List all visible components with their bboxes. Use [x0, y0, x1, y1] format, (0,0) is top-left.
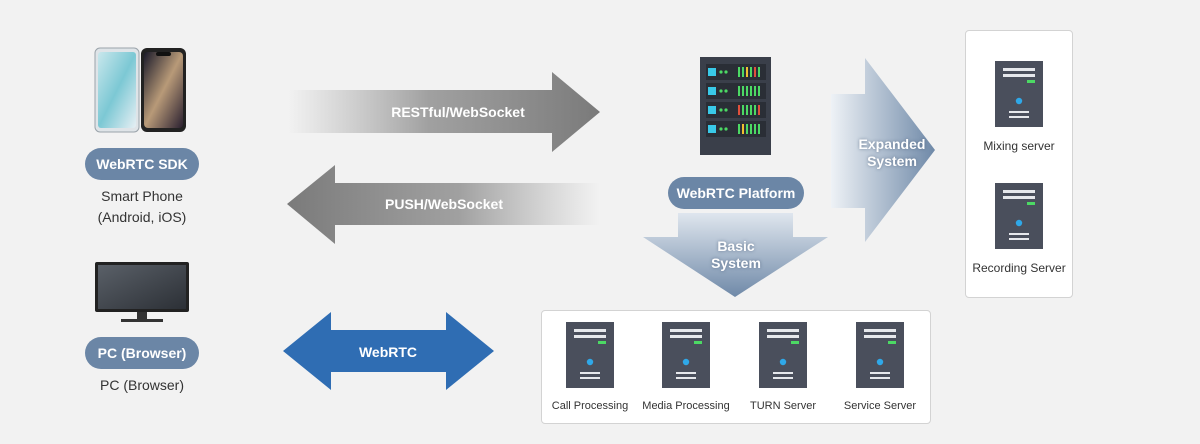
webrtc-platform-badge: WebRTC Platform	[668, 177, 804, 209]
server-icon	[995, 61, 1043, 127]
expanded-system-arrow	[831, 58, 935, 242]
server-icon	[856, 322, 904, 388]
rest-arrow-label: RESTful/WebSocket	[391, 104, 525, 120]
monitor-icon	[95, 262, 189, 322]
rest-arrow	[288, 72, 600, 152]
basic-system-line2: System	[711, 255, 761, 271]
server-icon	[995, 183, 1043, 249]
smartphone-caption: Smart Phone (Android, iOS)	[60, 186, 224, 228]
expanded-server-label: Mixing server	[983, 139, 1055, 153]
webrtc-sdk-badge: WebRTC SDK	[85, 148, 199, 180]
pc-browser-badge: PC (Browser)	[85, 337, 199, 369]
basic-server-label: Call Processing	[551, 400, 629, 412]
basic-system-arrow	[643, 213, 828, 297]
basic-server-label: Service Server	[843, 400, 917, 412]
basic-system-line1: Basic	[717, 238, 755, 254]
basic-server-label: TURN Server	[749, 400, 816, 412]
server-icon	[662, 322, 710, 388]
webrtc-arrow	[283, 312, 494, 390]
smartphone-caption-line1: Smart Phone	[101, 188, 183, 204]
expanded-system-line2: System	[867, 153, 917, 169]
webrtc-arrow-label: WebRTC	[358, 344, 418, 360]
basic-system-label: Basic System	[686, 238, 786, 272]
platform-server-icon	[700, 57, 771, 155]
expanded-system-label: Expanded System	[842, 136, 942, 170]
push-arrow	[287, 165, 600, 244]
expanded-server-label: Recording Server	[972, 261, 1066, 275]
push-arrow-label: PUSH/WebSocket	[385, 196, 503, 212]
pc-browser-caption: PC (Browser)	[99, 377, 184, 393]
server-icon	[566, 322, 614, 388]
smartphone-icon	[94, 47, 186, 133]
smartphone-caption-line2: (Android, iOS)	[97, 209, 187, 225]
basic-server-label: Media Processing	[642, 400, 730, 412]
expanded-system-line1: Expanded	[858, 136, 926, 152]
server-icon	[759, 322, 807, 388]
